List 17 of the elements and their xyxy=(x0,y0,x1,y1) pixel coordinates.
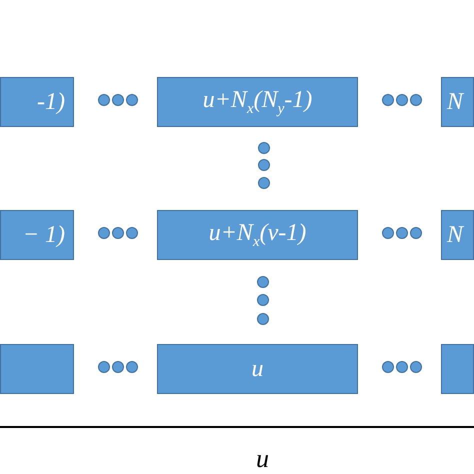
index-label: N xyxy=(447,88,464,116)
index-box xyxy=(0,77,74,127)
index-label: u+N$_{x}$(v-1) xyxy=(208,220,306,250)
index-box xyxy=(441,77,474,127)
index-box xyxy=(441,210,474,260)
index-box xyxy=(157,77,358,127)
index-box xyxy=(157,344,358,394)
index-label: u xyxy=(252,356,264,382)
index-label: − 1) xyxy=(22,222,65,248)
empty-box xyxy=(441,344,474,394)
index-box xyxy=(157,210,358,260)
index-label: N xyxy=(447,222,464,248)
index-box xyxy=(0,210,74,260)
index-label: -1) xyxy=(37,88,65,116)
axis-label: u xyxy=(256,444,269,474)
index-label: u+N$_{x}$(N$_{y}$-1) xyxy=(202,86,312,118)
empty-box xyxy=(0,344,74,394)
